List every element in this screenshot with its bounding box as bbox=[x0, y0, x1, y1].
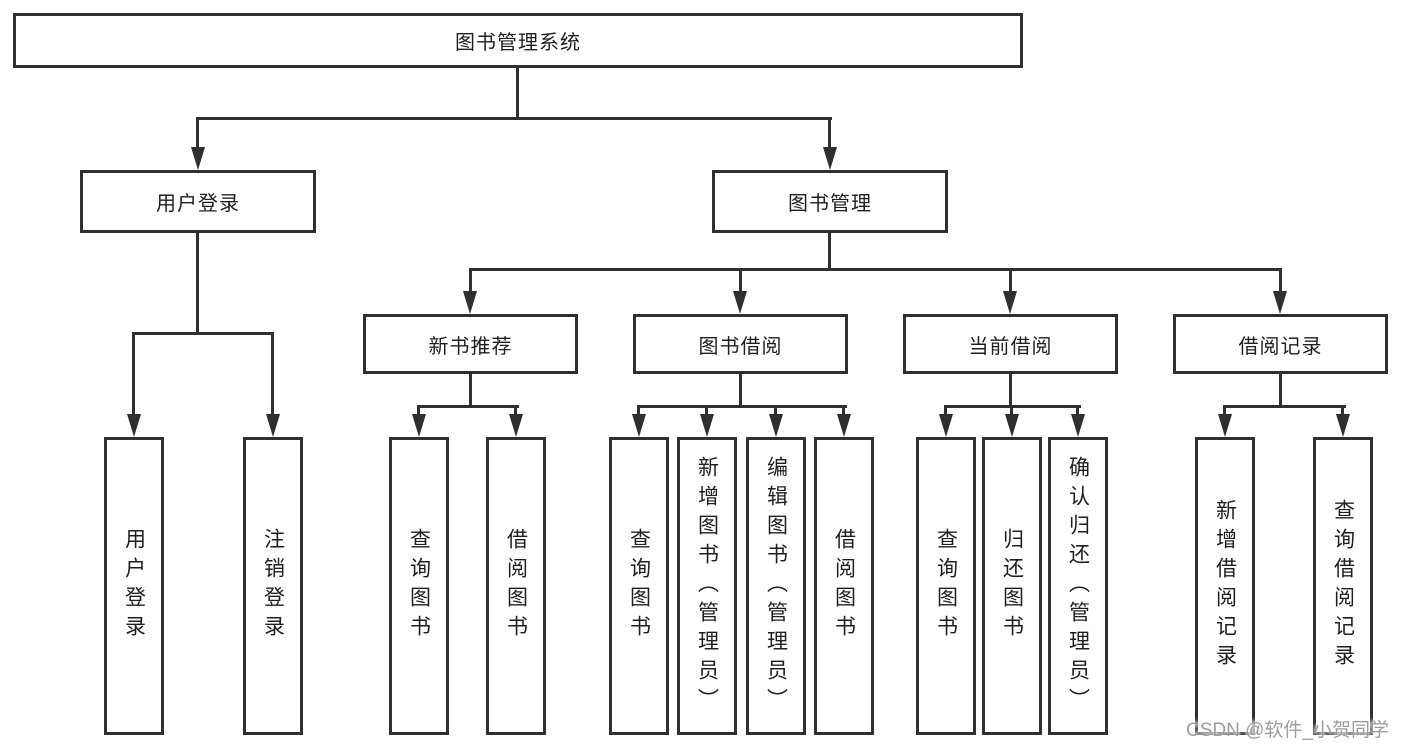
arrowhead-down-icon bbox=[1218, 414, 1232, 437]
connector-drop bbox=[196, 117, 199, 148]
node-borrowing-records: 借阅记录 bbox=[1173, 314, 1388, 374]
connector-stem bbox=[516, 68, 519, 120]
node-query-books-borrowing: 查询图书 bbox=[609, 437, 669, 735]
connector-drop bbox=[842, 405, 845, 415]
arrowhead-down-icon bbox=[463, 291, 477, 314]
connector-rail bbox=[132, 332, 274, 335]
node-current-borrowing: 当前借阅 bbox=[903, 314, 1118, 374]
connector-rail bbox=[1223, 405, 1346, 408]
connector-stem bbox=[196, 233, 199, 335]
node-library-management-system: 图书管理系统 bbox=[13, 13, 1023, 68]
arrowhead-down-icon bbox=[412, 414, 426, 437]
arrowhead-down-icon bbox=[127, 414, 141, 437]
connector-drop bbox=[774, 405, 777, 415]
connector-stem bbox=[469, 374, 472, 408]
arrowhead-down-icon bbox=[1005, 414, 1019, 437]
connector-drop bbox=[944, 405, 947, 415]
connector-stem bbox=[1009, 374, 1012, 408]
node-user-login-action: 用户登录 bbox=[104, 437, 164, 735]
csdn-watermark: CSDN @软件_小贺同学 bbox=[1186, 720, 1389, 741]
node-confirm-return-admin: 确认归还（管理员） bbox=[1048, 437, 1108, 735]
arrowhead-down-icon bbox=[733, 291, 747, 314]
arrowhead-down-icon bbox=[700, 414, 714, 437]
node-borrow-books-borrowing: 借阅图书 bbox=[814, 437, 874, 735]
connector-drop bbox=[1279, 268, 1282, 292]
arrowhead-down-icon bbox=[191, 147, 205, 170]
node-edit-books-admin: 编辑图书（管理员） bbox=[746, 437, 806, 735]
connector-stem bbox=[828, 233, 831, 271]
connector-rail bbox=[637, 405, 847, 408]
connector-stem bbox=[1279, 374, 1282, 408]
arrowhead-down-icon bbox=[509, 414, 523, 437]
connector-drop bbox=[828, 117, 831, 148]
arrowhead-down-icon bbox=[1336, 414, 1350, 437]
node-book-borrowing: 图书借阅 bbox=[633, 314, 848, 374]
node-borrow-books-recommend: 借阅图书 bbox=[486, 437, 546, 735]
connector-drop bbox=[271, 332, 274, 414]
arrowhead-down-icon bbox=[823, 147, 837, 170]
connector-rail bbox=[417, 405, 519, 408]
connector-drop bbox=[1076, 405, 1079, 415]
arrowhead-down-icon bbox=[939, 414, 953, 437]
node-query-borrow-record: 查询借阅记录 bbox=[1313, 437, 1373, 735]
connector-drop bbox=[1009, 268, 1012, 292]
connector-rail bbox=[469, 268, 1282, 271]
node-return-books: 归还图书 bbox=[982, 437, 1042, 735]
connector-stem bbox=[739, 374, 742, 408]
node-book-management: 图书管理 bbox=[712, 170, 948, 233]
arrowhead-down-icon bbox=[837, 414, 851, 437]
node-user-login: 用户登录 bbox=[80, 170, 316, 233]
connector-rail bbox=[196, 117, 832, 120]
connector-drop bbox=[514, 405, 517, 415]
node-query-books-recommend: 查询图书 bbox=[389, 437, 449, 735]
connector-drop bbox=[739, 268, 742, 292]
node-new-book-recommendation: 新书推荐 bbox=[363, 314, 578, 374]
arrowhead-down-icon bbox=[1003, 291, 1017, 314]
node-add-borrow-record: 新增借阅记录 bbox=[1195, 437, 1255, 735]
connector-drop bbox=[637, 405, 640, 415]
arrowhead-down-icon bbox=[1273, 291, 1287, 314]
arrowhead-down-icon bbox=[1071, 414, 1085, 437]
connector-drop bbox=[1010, 405, 1013, 415]
connector-drop bbox=[1223, 405, 1226, 415]
connector-drop bbox=[132, 332, 135, 414]
node-logout-action: 注销登录 bbox=[243, 437, 303, 735]
node-add-books-admin: 新增图书（管理员） bbox=[677, 437, 737, 735]
arrowhead-down-icon bbox=[632, 414, 646, 437]
connector-drop bbox=[417, 405, 420, 415]
arrowhead-down-icon bbox=[266, 414, 280, 437]
node-query-books-current: 查询图书 bbox=[916, 437, 976, 735]
connector-drop bbox=[1341, 405, 1344, 415]
connector-drop bbox=[705, 405, 708, 415]
arrowhead-down-icon bbox=[769, 414, 783, 437]
connector-drop bbox=[469, 268, 472, 292]
